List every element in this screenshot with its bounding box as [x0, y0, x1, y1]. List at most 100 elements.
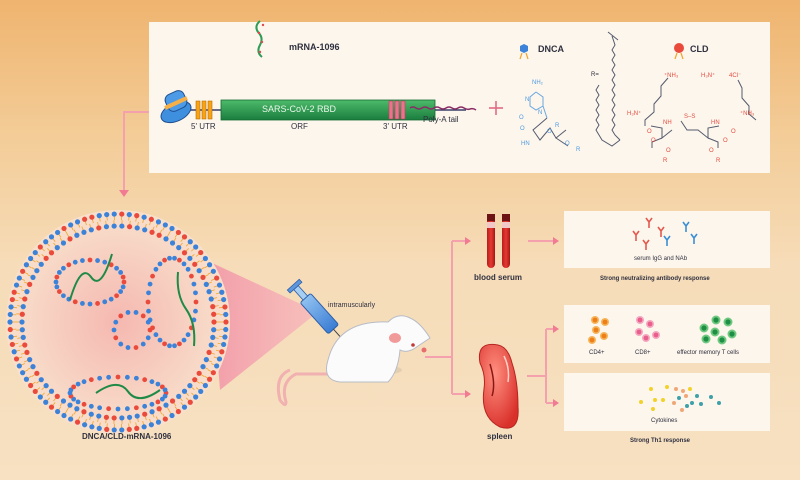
cd8-nucleus — [637, 317, 643, 323]
dnca-n1: N — [538, 110, 543, 116]
lipid-head — [198, 388, 204, 395]
lipid-head — [89, 424, 95, 430]
effector-nucleus — [703, 336, 709, 342]
lipid-head — [88, 411, 94, 417]
cytokine-dots-icon — [639, 385, 721, 412]
lipid-head — [9, 296, 15, 303]
dnca-n: N — [525, 97, 530, 103]
cld-r-right: R — [716, 158, 721, 164]
orf-block — [220, 99, 436, 121]
lipid-head — [113, 319, 119, 325]
lipid-head — [149, 409, 155, 415]
cytokine-dot — [674, 387, 678, 391]
lipid-head — [167, 343, 172, 349]
poly-a-tail — [409, 106, 477, 111]
cld-o-left: O — [647, 129, 652, 135]
lipid-head — [196, 370, 202, 376]
blood-serum-label: blood serum — [474, 273, 523, 282]
cld-ester-o-left: O — [651, 138, 656, 144]
cd8-nucleus — [636, 329, 642, 335]
lipid-head — [211, 311, 217, 317]
lipid-head — [167, 255, 172, 261]
lipid-head — [157, 261, 163, 267]
lipid-head — [153, 332, 159, 338]
lipid-head — [87, 301, 93, 307]
cytokine-dot — [681, 389, 685, 393]
lipid-head — [13, 356, 20, 362]
cld-r-left: R — [663, 158, 668, 164]
lipid-head — [169, 240, 176, 246]
lipid-head — [146, 290, 151, 296]
mrna-strand-icon — [255, 20, 265, 58]
lipid-head — [172, 255, 177, 261]
lipid-head — [126, 211, 132, 218]
cytokine-dot — [709, 395, 713, 399]
effector-nucleus — [719, 337, 725, 343]
three-prime-utr-blocks — [388, 100, 406, 120]
lipid-head — [177, 341, 182, 347]
lipid-head — [102, 259, 108, 265]
lipid-head — [60, 240, 67, 246]
lipid-head — [210, 334, 216, 340]
lipid-head — [11, 349, 17, 355]
dnca-o2: O — [520, 126, 525, 132]
lipid-head — [120, 284, 126, 290]
cld-label: CLD — [690, 44, 709, 54]
effector-nucleus — [713, 317, 719, 323]
arrows-spleen-to-panels — [527, 328, 553, 404]
lipid-head — [118, 270, 124, 275]
lipid-head — [55, 408, 61, 415]
lipid-head — [54, 284, 60, 290]
lipid-head — [210, 370, 216, 376]
lipid-head — [119, 211, 125, 217]
lipid-head — [20, 268, 26, 274]
lipid-head — [175, 229, 181, 236]
lipid-head — [206, 376, 213, 382]
lipid-head — [8, 304, 14, 310]
lipid-head — [61, 293, 66, 299]
lipid-head — [162, 257, 167, 263]
lipid-head — [96, 425, 102, 431]
lipid-head — [181, 388, 188, 394]
lipid-head — [219, 349, 225, 355]
lipid-head — [22, 296, 28, 302]
lipid-head — [176, 393, 182, 399]
lipid-head — [54, 393, 60, 399]
lipid-head — [95, 258, 100, 263]
lipid-head — [157, 337, 163, 343]
lipid-head — [96, 225, 102, 231]
lipid-head — [222, 334, 228, 340]
blood-tubes-icon — [487, 214, 510, 268]
lipid-head — [185, 266, 191, 272]
lipid-head — [200, 274, 206, 280]
lipid-head — [163, 236, 169, 242]
nanoparticle-label: DNCA/CLD-mRNA-1096 — [82, 432, 172, 441]
cd4-nucleus — [593, 327, 599, 333]
mrna-strand — [69, 253, 113, 301]
lipid-head — [72, 299, 78, 305]
lipid-head — [97, 375, 103, 381]
lipid-head — [20, 370, 26, 376]
lipid-head — [216, 282, 223, 288]
lipid-head — [111, 211, 117, 217]
dnca-o3: O — [547, 129, 552, 135]
lipid-head — [27, 357, 33, 363]
lipid-head — [115, 406, 121, 412]
lipid-head — [214, 275, 220, 281]
cd8-cells-icon — [635, 316, 660, 342]
lipid-head — [145, 319, 151, 325]
r-group-label: R= — [591, 72, 599, 78]
lipid-head — [114, 293, 119, 299]
lipid-head — [20, 334, 26, 340]
lipid-head — [89, 214, 95, 220]
lipid-head — [150, 273, 155, 279]
lipid-head — [216, 356, 223, 362]
mrna-construct-panel — [149, 22, 770, 173]
lipid-head — [103, 224, 110, 230]
lipid-head — [181, 250, 188, 256]
lipid-head — [202, 255, 208, 262]
cld-h3n-left: H₃N⁺ — [627, 111, 642, 117]
lipid-head — [176, 245, 182, 251]
lipid-head — [48, 404, 55, 410]
lipid-head — [43, 399, 49, 405]
